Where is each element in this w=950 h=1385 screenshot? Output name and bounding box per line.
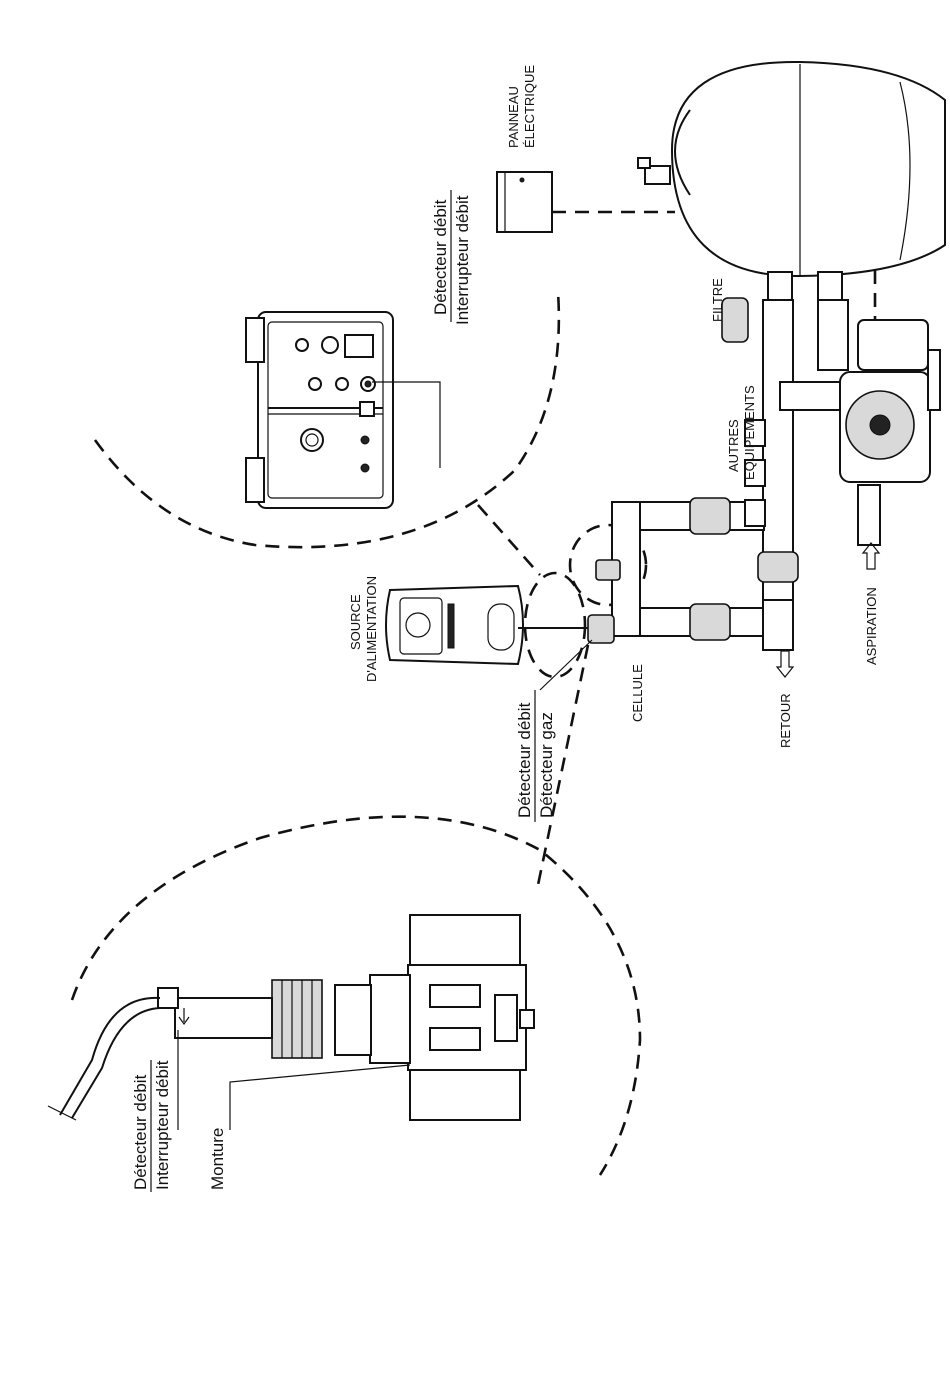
label-source: SOURCE bbox=[348, 594, 363, 650]
monture-leader-line bbox=[230, 1065, 410, 1130]
label-panneau: PANNEAU bbox=[506, 86, 521, 148]
label-filtre: FILTRE bbox=[710, 278, 725, 322]
label-equipements: EQUIPEMENTS bbox=[742, 385, 757, 480]
label-top-detecteur-debit: Détecteur débit bbox=[431, 199, 450, 315]
label-aspiration: ASPIRATION bbox=[864, 587, 879, 665]
pump bbox=[840, 320, 940, 482]
label-bottom-interrupteur-debit: Interrupteur débit bbox=[153, 1060, 172, 1190]
electrical-panel bbox=[497, 172, 552, 232]
label-cellule: CELLULE bbox=[630, 664, 645, 722]
label-mid-detecteur-gaz: Détecteur gaz bbox=[537, 712, 556, 818]
aspiration-arrow-icon bbox=[863, 543, 879, 569]
label-monture: Monture bbox=[208, 1128, 227, 1190]
label-alimentation: D'ALIMENTATION bbox=[364, 576, 379, 682]
label-mid-detecteur-debit: Détecteur débit bbox=[515, 702, 534, 818]
label-autres: AUTRES bbox=[726, 419, 741, 472]
label-electrique: ÉLECTRIQUE bbox=[522, 65, 537, 148]
mid-leader-line bbox=[540, 640, 592, 690]
flow-sensor-assembly bbox=[48, 915, 534, 1120]
label-bottom-detecteur-debit: Détecteur débit bbox=[131, 1074, 150, 1190]
label-top-interrupteur-debit: Interrupteur débit bbox=[453, 195, 472, 325]
retour-arrow-icon bbox=[777, 651, 793, 677]
control-box bbox=[246, 312, 393, 508]
label-retour: RETOUR bbox=[778, 693, 793, 748]
top-zoom-line bbox=[478, 505, 540, 575]
power-supply bbox=[386, 586, 523, 664]
filter-tank bbox=[638, 62, 945, 300]
pipework bbox=[588, 298, 880, 650]
